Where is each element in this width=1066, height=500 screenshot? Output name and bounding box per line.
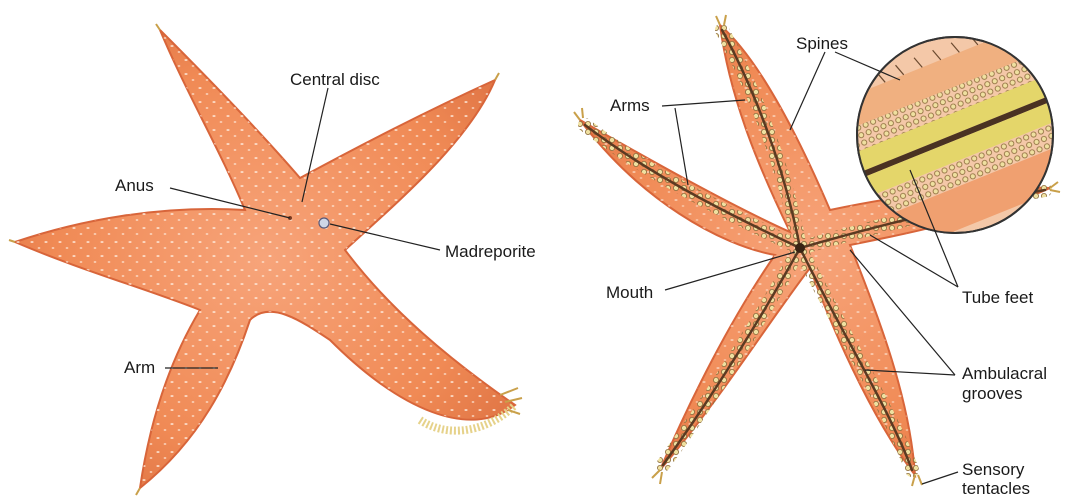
mouth-opening [795, 243, 805, 253]
label-ambulacral-grooves-line1: Ambulacral [962, 364, 1047, 384]
label-arm: Arm [124, 358, 155, 378]
label-central-disc: Central disc [290, 70, 380, 90]
label-anus: Anus [115, 176, 154, 196]
madreporite-plate [319, 218, 329, 228]
label-arms: Arms [610, 96, 650, 116]
label-sensory-tentacles-line1: Sensory [962, 460, 1024, 480]
label-spines: Spines [796, 34, 848, 54]
label-mouth: Mouth [606, 283, 653, 303]
label-sensory-tentacles-line2: tentacles [962, 479, 1030, 499]
starfish-ventral-view [574, 8, 1066, 486]
label-madreporite: Madreporite [445, 242, 536, 262]
label-ambulacral-grooves-line2: grooves [962, 384, 1022, 404]
label-tube-feet: Tube feet [962, 288, 1033, 308]
